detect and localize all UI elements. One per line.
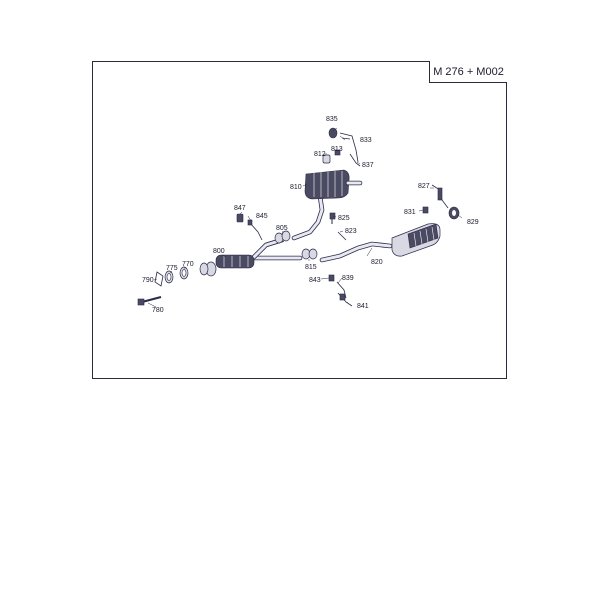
bolt-780[interactable] bbox=[137, 296, 162, 306]
label-813: 813 bbox=[331, 146, 343, 153]
hanger-823[interactable] bbox=[337, 231, 347, 241]
label-800: 800 bbox=[213, 248, 225, 255]
bracket-845[interactable] bbox=[247, 219, 263, 241]
model-label: M 276 + M002 bbox=[429, 61, 507, 83]
bracket-847[interactable] bbox=[236, 213, 244, 223]
bolt-813[interactable] bbox=[334, 149, 341, 156]
front-catalytic-converter[interactable] bbox=[199, 237, 303, 277]
bolt-825[interactable] bbox=[329, 212, 336, 224]
label-810: 810 bbox=[290, 184, 302, 191]
label-835: 835 bbox=[326, 116, 338, 123]
label-847: 847 bbox=[234, 205, 246, 212]
gasket-770[interactable] bbox=[179, 266, 189, 280]
label-815: 815 bbox=[305, 264, 317, 271]
label-775: 775 bbox=[166, 265, 178, 272]
middle-muffler-810[interactable] bbox=[291, 169, 363, 241]
clamp-790[interactable] bbox=[154, 271, 164, 287]
bracket-837[interactable] bbox=[349, 153, 361, 167]
label-823: 823 bbox=[345, 228, 357, 235]
bushing-812[interactable] bbox=[322, 154, 331, 164]
label-805: 805 bbox=[276, 225, 288, 232]
leader-lines bbox=[147, 127, 463, 308]
label-825: 825 bbox=[338, 215, 350, 222]
bolt-843[interactable] bbox=[328, 274, 335, 282]
bracket-833[interactable] bbox=[339, 132, 359, 163]
clamp-815[interactable] bbox=[301, 248, 318, 260]
gasket-775[interactable] bbox=[164, 270, 174, 284]
label-790: 790 bbox=[142, 277, 154, 284]
diagram-area: M 276 + M002 bbox=[92, 61, 507, 379]
rubber-mount-829[interactable] bbox=[448, 206, 460, 220]
label-845: 845 bbox=[256, 213, 268, 220]
diagram-frame bbox=[92, 61, 507, 379]
bracket-827[interactable] bbox=[431, 184, 449, 209]
label-820: 820 bbox=[371, 259, 383, 266]
label-827: 827 bbox=[418, 183, 430, 190]
label-770: 770 bbox=[182, 261, 194, 268]
part-labels: 835 833 812 813 837 810 827 831 829 847 … bbox=[142, 116, 479, 314]
bolt-831[interactable] bbox=[422, 206, 429, 214]
label-837: 837 bbox=[362, 162, 374, 169]
label-839: 839 bbox=[342, 275, 354, 282]
bracket-839[interactable] bbox=[336, 281, 347, 299]
label-780: 780 bbox=[152, 307, 164, 314]
clamp-sleeve-805[interactable] bbox=[274, 230, 291, 244]
label-831: 831 bbox=[404, 209, 416, 216]
label-829: 829 bbox=[467, 219, 479, 226]
label-841: 841 bbox=[357, 303, 369, 310]
rear-muffler-820[interactable] bbox=[319, 223, 441, 263]
label-833: 833 bbox=[360, 137, 372, 144]
label-843: 843 bbox=[309, 277, 321, 284]
rubber-mount-835[interactable] bbox=[328, 127, 338, 139]
rubber-mount-841[interactable] bbox=[337, 292, 353, 307]
label-812: 812 bbox=[314, 151, 326, 158]
